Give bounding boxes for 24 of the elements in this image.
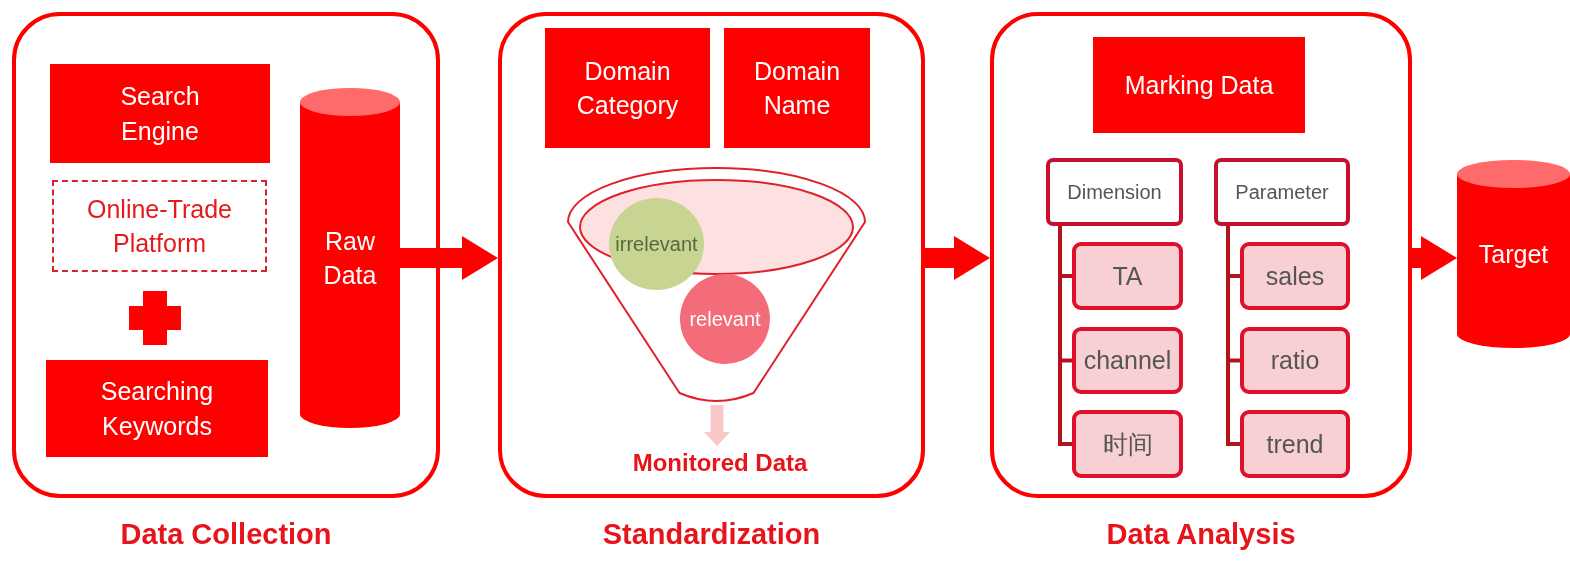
item-box: channel bbox=[1072, 327, 1183, 394]
process-box: Searching Keywords bbox=[46, 360, 268, 457]
item-box: trend bbox=[1240, 410, 1350, 478]
category-box: Dimension bbox=[1046, 158, 1183, 226]
stage-title: Data Analysis bbox=[1105, 518, 1297, 551]
process-box: Domain Category bbox=[545, 28, 710, 148]
process-box: Marking Data bbox=[1093, 37, 1305, 133]
arrow bbox=[925, 236, 990, 280]
process-box: Domain Name bbox=[724, 28, 870, 148]
arrow bbox=[704, 405, 730, 446]
item-box: 时间 bbox=[1072, 410, 1183, 478]
process-box: Search Engine bbox=[50, 64, 270, 163]
connector-line bbox=[1226, 226, 1240, 446]
category-box: Parameter bbox=[1214, 158, 1350, 226]
stage-title: Data Collection bbox=[119, 518, 333, 551]
item-box: sales bbox=[1240, 242, 1350, 310]
connector-line bbox=[1058, 226, 1072, 446]
arrow bbox=[1412, 236, 1457, 280]
dashed-box: Online-Trade Platform bbox=[52, 180, 267, 272]
item-box: TA bbox=[1072, 242, 1183, 310]
output-label: Monitored Data bbox=[600, 446, 840, 480]
arrow bbox=[400, 236, 498, 280]
item-box: ratio bbox=[1240, 327, 1350, 394]
stage-title: Standardization bbox=[601, 518, 822, 551]
